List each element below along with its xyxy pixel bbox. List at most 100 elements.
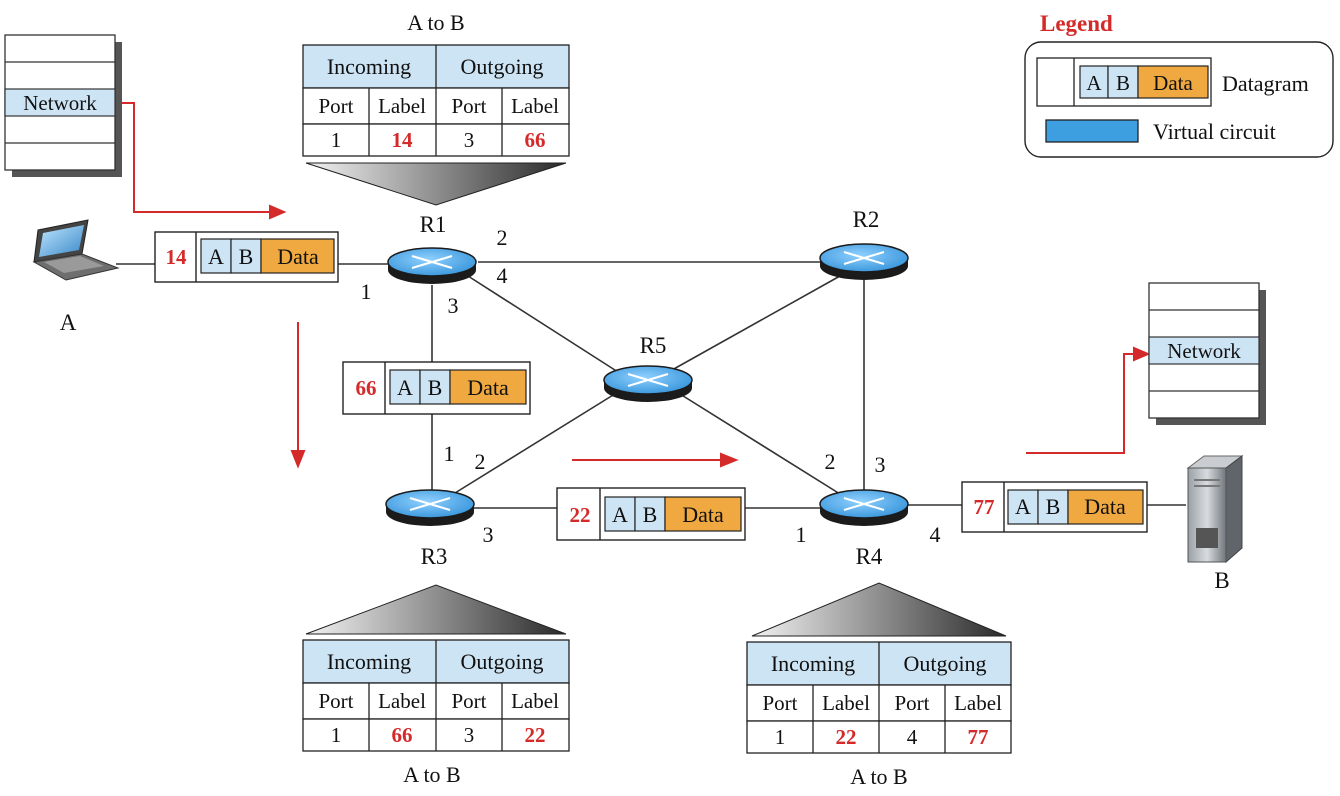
port-r3-2: 2 <box>475 449 486 474</box>
stack-a-network-label: Network <box>23 91 97 115</box>
port-r4-1: 1 <box>796 522 807 547</box>
packet-payload: Data <box>1084 494 1126 519</box>
router-label-r1: R1 <box>420 212 447 237</box>
table-header-outgoing: Outgoing <box>460 649 543 674</box>
protocol-stack-a: Network <box>4 34 122 177</box>
table-header-incoming: Incoming <box>327 649 411 674</box>
packet-payload: Data <box>277 244 319 269</box>
link-r5-r2 <box>671 275 841 371</box>
col-in-label: Label <box>378 94 426 118</box>
cell-out-label: 22 <box>525 723 546 747</box>
router-r4 <box>819 489 909 526</box>
col-out-label: Label <box>511 689 559 713</box>
legend-field-data: Data <box>1153 71 1193 95</box>
packet-dst: B <box>643 502 658 527</box>
cell-out-port: 3 <box>464 723 475 747</box>
router-r2 <box>819 243 909 280</box>
packet-src: A <box>208 244 224 269</box>
host-b-label: B <box>1214 568 1229 593</box>
link-r5-r4 <box>679 393 841 495</box>
packet-dst: B <box>1046 494 1061 519</box>
router-r5 <box>603 365 693 402</box>
col-out-port: Port <box>451 94 486 118</box>
switching-table-r3: Incoming Outgoing Port Label Port Label … <box>302 584 570 787</box>
flow-arrows <box>118 102 1151 469</box>
router-r1 <box>387 247 477 284</box>
packet-src: A <box>397 375 413 400</box>
packet-77: 77 A B Data <box>961 481 1148 533</box>
router-label-r3: R3 <box>421 544 448 569</box>
legend-virtual-circuit-swatch <box>1045 119 1139 143</box>
port-r4-2: 2 <box>825 449 836 474</box>
cell-out-label: 77 <box>968 725 989 749</box>
port-r3-3: 3 <box>483 522 494 547</box>
port-r1-1: 1 <box>361 279 372 304</box>
port-r4-3: 3 <box>875 452 886 477</box>
packet-dst: B <box>428 375 443 400</box>
link-r1-r5 <box>467 275 619 373</box>
col-in-port: Port <box>318 689 353 713</box>
port-r4-4: 4 <box>930 522 941 547</box>
packet-label: 22 <box>570 503 591 527</box>
packet-src: A <box>612 502 628 527</box>
stack-b-network-label: Network <box>1167 339 1241 363</box>
cell-in-label: 66 <box>392 723 413 747</box>
cell-in-label: 14 <box>392 128 414 152</box>
cell-in-port: 1 <box>775 725 786 749</box>
router-cross-icon <box>627 373 669 387</box>
arrow-to-network-b <box>1026 353 1136 454</box>
col-in-label: Label <box>822 691 870 715</box>
arrow-head-4 <box>1133 346 1151 362</box>
port-r3-1: 1 <box>444 441 455 466</box>
cell-out-port: 3 <box>464 128 475 152</box>
port-r1-2: 2 <box>497 225 508 250</box>
table-caption: A to B <box>403 762 460 787</box>
cell-in-label: 22 <box>836 725 857 749</box>
router-label-r4: R4 <box>856 544 883 569</box>
packet-22: 22 A B Data <box>556 487 746 541</box>
switching-table-r1: A to B Incoming Outgoing Port Label Port… <box>302 10 570 206</box>
packet-14: 14 A B Data <box>154 231 339 283</box>
legend-datagram-label: Datagram <box>1222 71 1309 96</box>
col-in-port: Port <box>318 94 353 118</box>
table-pointer <box>305 162 567 206</box>
arrow-head-2 <box>290 450 306 469</box>
packet-payload: Data <box>682 502 724 527</box>
cell-out-label: 66 <box>525 128 546 152</box>
packet-label: 14 <box>166 245 188 269</box>
legend: Legend A B Data Datagram Virtual circuit <box>1024 11 1334 158</box>
legend-virtual-circuit-label: Virtual circuit <box>1153 119 1276 144</box>
table-pointer <box>305 584 567 635</box>
col-out-port: Port <box>451 689 486 713</box>
col-out-label: Label <box>954 691 1002 715</box>
legend-field-b: B <box>1116 71 1130 95</box>
cell-out-port: 4 <box>907 725 918 749</box>
col-in-label: Label <box>378 689 426 713</box>
port-r1-3: 3 <box>448 293 459 318</box>
laptop-icon <box>32 219 120 281</box>
packet-66: 66 A B Data <box>342 361 531 415</box>
legend-field-a: A <box>1086 71 1102 95</box>
packet-dst: B <box>239 244 254 269</box>
router-cross-icon <box>411 255 453 269</box>
packet-label: 66 <box>356 376 377 400</box>
table-pointer <box>751 582 1007 637</box>
router-cross-icon <box>409 497 451 511</box>
table-caption: A to B <box>407 10 464 35</box>
router-label-r2: R2 <box>853 207 880 232</box>
col-out-label: Label <box>511 94 559 118</box>
table-header-incoming: Incoming <box>327 54 411 79</box>
links <box>116 261 1186 509</box>
packet-src: A <box>1015 494 1031 519</box>
router-cross-icon <box>843 251 885 265</box>
switching-table-r4: Incoming Outgoing Port Label Port Label … <box>746 582 1012 789</box>
router-r3 <box>385 489 475 526</box>
arrow-head-1 <box>269 204 287 220</box>
protocol-stack-b: Network <box>1148 282 1266 425</box>
table-header-outgoing: Outgoing <box>903 651 986 676</box>
table-header-outgoing: Outgoing <box>460 54 543 79</box>
table-header-incoming: Incoming <box>771 651 855 676</box>
server-icon <box>1186 455 1244 564</box>
port-r1-4: 4 <box>497 263 508 288</box>
router-label-r5: R5 <box>640 333 667 358</box>
